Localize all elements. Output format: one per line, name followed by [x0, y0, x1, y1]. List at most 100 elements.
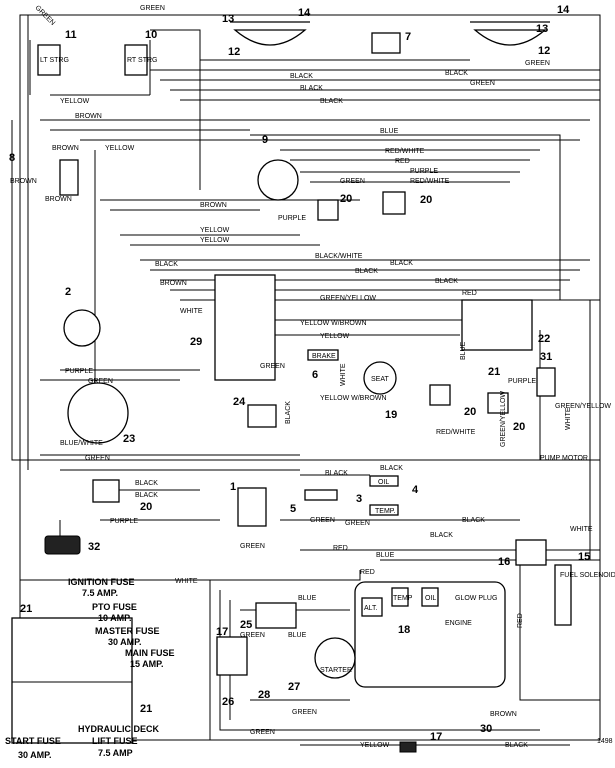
callout-30: 30 [480, 723, 492, 735]
wire-label: GREEN [345, 520, 370, 527]
callout-3: 3 [356, 493, 362, 505]
wire-label: GREEN [260, 363, 285, 370]
wire-label: GREEN [292, 709, 317, 716]
fuse-label-hyd-amp: 7.5 AMP [98, 748, 133, 758]
wire-label: BLUE [288, 632, 307, 639]
wire-label: GREEN [250, 729, 275, 736]
wire-label: RED/WHITE [410, 178, 450, 185]
component-31 [536, 367, 556, 397]
callout-9: 9 [262, 134, 268, 146]
connector-32 [44, 535, 81, 555]
relay-20a [317, 199, 339, 221]
label-lt-strg: LT STRG [40, 57, 69, 64]
callout-13: 13 [222, 13, 234, 25]
callout-11: 11 [65, 29, 77, 41]
fuse-label-main-amp: 15 AMP. [130, 659, 164, 669]
wire-label: BLACK [355, 268, 378, 275]
wire-label: YELLOW W/BROWN [300, 320, 367, 327]
wire-label: PURPLE [110, 518, 138, 525]
wire-label: RED [517, 613, 524, 628]
wire-label: YELLOW W/BROWN [320, 395, 387, 402]
fuse-label-main: MAIN FUSE [125, 648, 175, 658]
pto-switch [63, 309, 101, 347]
components [11, 21, 572, 753]
wire-label: YELLOW [60, 98, 90, 105]
label-oil: OIL [425, 595, 436, 602]
callout-20: 20 [420, 194, 432, 206]
callout-21: 21 [140, 703, 152, 715]
wire-label: BLACK [505, 742, 528, 749]
wire-label: RED [462, 290, 477, 297]
label-brake: BRAKE [312, 353, 336, 360]
wire-label: WHITE [570, 526, 593, 533]
callout-18: 18 [398, 624, 410, 636]
wire-label: GREEN [240, 632, 265, 639]
fuse-label-start: START FUSE [5, 736, 61, 746]
wire-label: BLACK [445, 70, 468, 77]
fuse-block-22 [461, 299, 533, 351]
ignition-switch [257, 159, 299, 201]
callout-21: 21 [488, 366, 500, 378]
wire-label: RED [395, 158, 410, 165]
wire-label: GREEN [525, 60, 550, 67]
label-pump-motor: PUMP MOTOR [540, 455, 588, 462]
module-29 [214, 274, 276, 381]
wire-label: BLACK/WHITE [315, 253, 363, 260]
fuse-label-master-amp: 30 AMP. [108, 637, 142, 647]
callout-16: 16 [498, 556, 510, 568]
wire-label: BLACK [285, 401, 292, 424]
wire-label: BLACK [135, 492, 158, 499]
wire-label: BROWN [52, 145, 79, 152]
relay-20b [382, 191, 406, 215]
callout-17: 17 [216, 626, 228, 638]
wire-label: RED/WHITE [436, 429, 476, 436]
wire-label: WHITE [180, 308, 203, 315]
wire-label: YELLOW [200, 227, 230, 234]
callout-1: 1 [230, 481, 236, 493]
wire-label: PURPLE [410, 168, 438, 175]
wire-label: YELLOW [320, 333, 350, 340]
callout-14: 14 [557, 4, 570, 16]
callout-15: 15 [578, 551, 590, 563]
wire-label: GREEN [470, 80, 495, 87]
fuse-label-ignition-amp: 7.5 AMP. [82, 588, 118, 598]
wire-label: BROWN [490, 711, 517, 718]
wire-label: BLACK [290, 73, 313, 80]
wire-label: BLUE/WHITE [60, 440, 103, 447]
callout-20: 20 [464, 406, 476, 418]
fuse-label-hyd: HYDRAULIC DECK [78, 724, 160, 734]
wire-label: GREEN [240, 543, 265, 550]
engine [354, 581, 506, 688]
wire-label: RED [360, 569, 375, 576]
callout-12: 12 [228, 46, 240, 58]
wire-label: BROWN [45, 196, 72, 203]
wire-label: GREEN [88, 378, 113, 385]
wire-label: BROWN [10, 178, 37, 185]
callout-20: 20 [140, 501, 152, 513]
callout-7: 7 [405, 31, 411, 43]
callout-17: 17 [430, 731, 442, 743]
label-glow-plug: GLOW PLUG [455, 595, 497, 602]
relay-25 [255, 602, 297, 629]
temp-lamp [369, 504, 399, 516]
headlight-right [470, 21, 550, 46]
callout-10: 10 [145, 29, 157, 41]
fuse-label-pto-amp: 10 AMP. [98, 613, 132, 623]
wire-label: GREEN [140, 5, 165, 12]
wire-label: BROWN [75, 113, 102, 120]
wire-label: BLACK [390, 260, 413, 267]
relay-20c [429, 384, 451, 406]
wire-label: BROWN [200, 202, 227, 209]
wire-label: RED [333, 545, 348, 552]
callout-13: 13 [536, 23, 548, 35]
fuse-label-pto: PTO FUSE [92, 602, 137, 612]
fuse-label-start-amp: 30 AMP. [18, 750, 52, 760]
wire-label: WHITE [340, 363, 347, 386]
wire-label: BLUE [376, 552, 395, 559]
callout-24: 24 [233, 396, 246, 408]
starter [314, 637, 356, 679]
battery-26 [216, 636, 248, 676]
callout-12: 12 [538, 45, 550, 57]
wire-label: BLACK [135, 480, 158, 487]
